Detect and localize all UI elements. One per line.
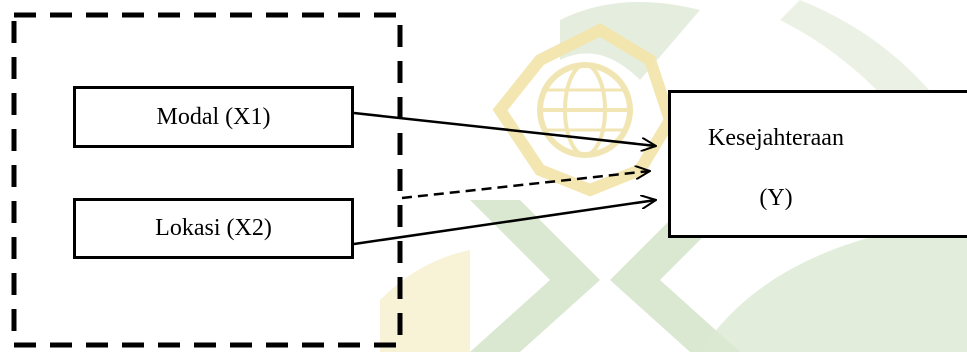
- variable-label-x1: Modal (X1): [156, 103, 271, 130]
- variable-label-x2: Lokasi (X2): [155, 215, 272, 241]
- variable-label-y-title: Kesejahteraan: [708, 125, 844, 151]
- variable-box-x1: Modal (X1): [73, 86, 354, 148]
- arrow-x1-to-y: [353, 111, 656, 146]
- variable-label-y-symbol: (Y): [759, 185, 793, 211]
- variable-box-y: Kesejahteraan (Y): [668, 90, 967, 238]
- variable-box-x2: Lokasi (X2): [73, 198, 354, 259]
- arrow-x2-to-y: [353, 200, 656, 246]
- arrow-combined-to-y: [401, 171, 650, 200]
